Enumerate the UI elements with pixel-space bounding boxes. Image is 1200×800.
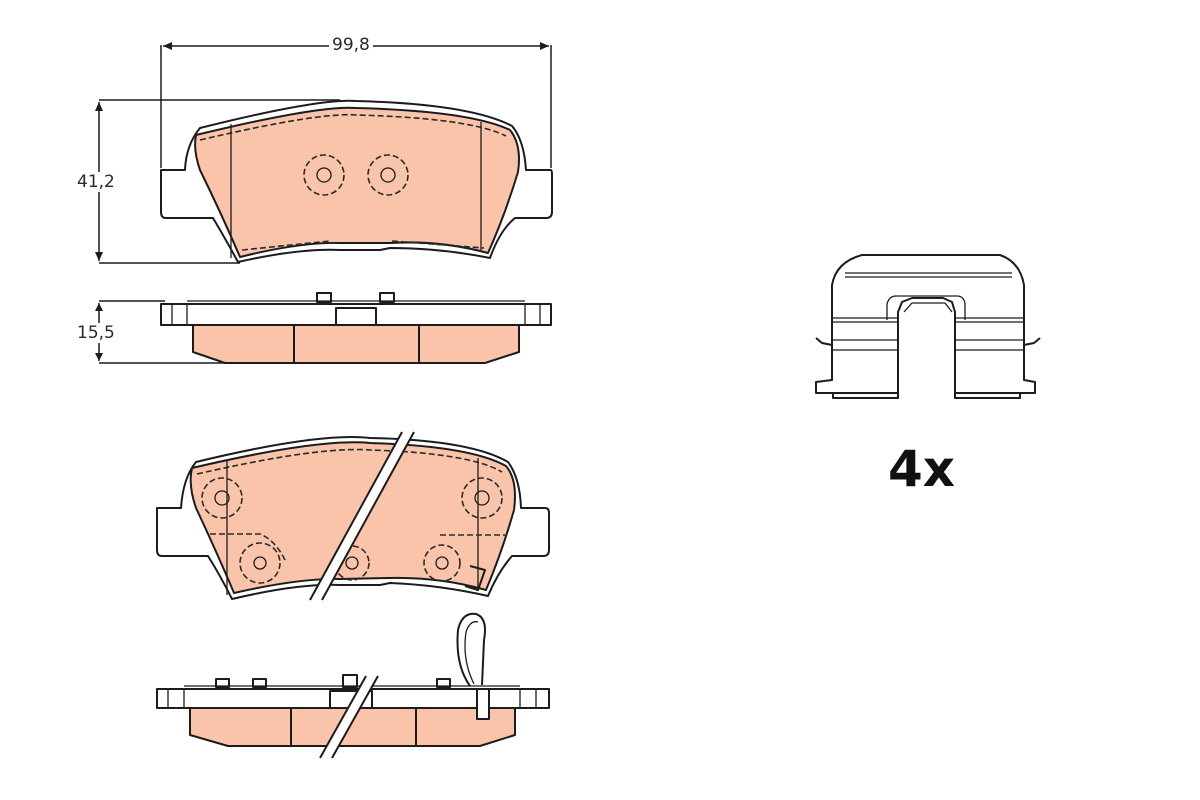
thickness-dimension-label: 15,5: [74, 323, 118, 343]
pad-side-view-with-sensor: [156, 612, 550, 759]
pad-front-view: [160, 99, 553, 263]
width-dimension-label: 99,8: [329, 35, 373, 55]
pad-side-view: [160, 292, 552, 364]
clip-quantity-label: 4x: [888, 440, 956, 498]
pad-front-view-with-sensor: [156, 431, 550, 601]
mounting-clip: [815, 254, 1041, 399]
height-dimension: [95, 99, 340, 264]
height-dimension-label: 41,2: [74, 172, 118, 192]
